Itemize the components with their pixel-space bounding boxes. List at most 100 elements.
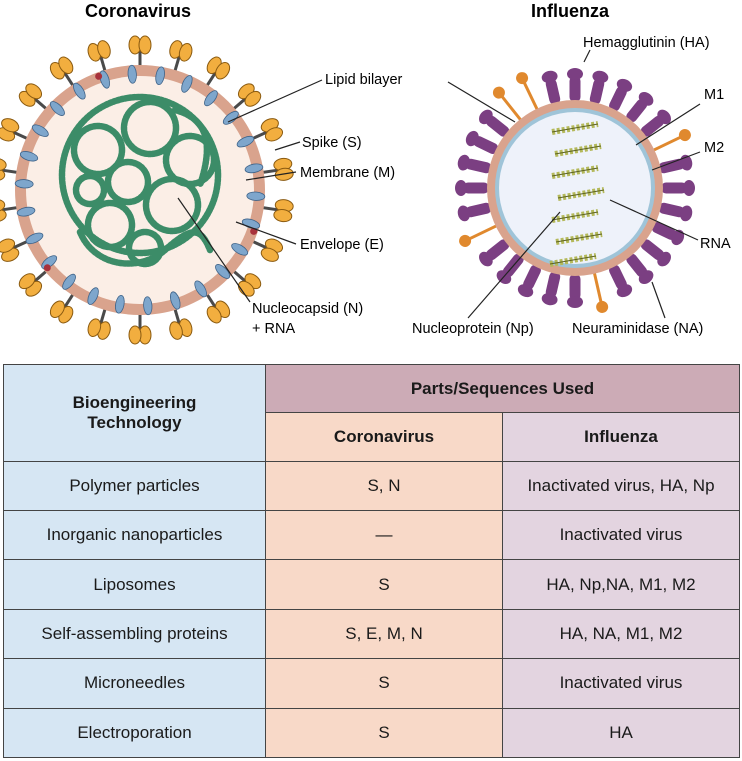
cell-influenza: Inactivated virus [502, 658, 740, 709]
header-technology-line1: Bioengineering [72, 392, 197, 412]
neuraminidase-icon [516, 72, 540, 112]
cell-coronavirus: S, E, M, N [265, 608, 503, 660]
table-row: Inorganic nanoparticles — Inactivated vi… [3, 510, 740, 561]
hemagglutinin-icon [640, 109, 671, 137]
nucleoprotein-coil-icon [549, 253, 597, 267]
envelope-protein-icon [95, 72, 103, 80]
cell-technology: Electroporation [3, 707, 266, 759]
label-lipid-bilayer: Lipid bilayer [325, 72, 403, 88]
label-hemagglutinin: Hemagglutinin (HA) [583, 35, 710, 51]
nucleoprotein-coil-icon [555, 231, 603, 245]
hemagglutinin-icon [541, 271, 561, 306]
header-influenza: Influenza [502, 412, 740, 462]
bioengineering-table: Bioengineering Technology Parts/Sequence… [3, 363, 740, 759]
hemagglutinin-icon [455, 180, 489, 196]
membrane-protein-icon [31, 124, 49, 137]
header-parts: Parts/Sequences Used [265, 363, 740, 414]
membrane-protein-icon [246, 191, 266, 201]
header-technology-line2: Technology [87, 412, 182, 432]
hemagglutinin-icon [651, 222, 685, 246]
hemagglutinin-icon [479, 239, 510, 267]
spike-protein-icon [0, 118, 34, 143]
nucleoprotein-coil-icon [554, 143, 602, 157]
label-m2: M2 [704, 140, 724, 156]
hemagglutinin-icon [658, 202, 693, 222]
neuraminidase-icon [492, 86, 523, 122]
coronavirus-nucleocapsid-rna [58, 93, 222, 268]
spike-protein-icon [169, 40, 193, 78]
table-row: Polymer particles S, N Inactivated virus… [3, 460, 740, 512]
hemagglutinin-icon [567, 68, 583, 102]
label-envelope: Envelope (E) [300, 237, 384, 253]
hemagglutinin-icon [626, 253, 654, 284]
hemagglutinin-icon [457, 202, 492, 222]
hemagglutinin-icon [609, 264, 633, 298]
membrane-protein-icon [170, 291, 181, 310]
cell-influenza: HA [502, 707, 740, 759]
neuraminidase-icon [651, 129, 691, 153]
membrane-protein-icon [231, 243, 249, 256]
header-technology: Bioengineering Technology [3, 364, 266, 462]
label-nucleoprotein: Nucleoprotein (Np) [412, 321, 534, 337]
coronavirus-labels: Lipid bilayer Spike (S) Membrane (M) Env… [177, 72, 403, 337]
membrane-protein-icon [215, 264, 231, 279]
nucleoprotein-coil-icon [551, 165, 599, 179]
membrane-protein-icon [143, 296, 153, 316]
influenza-interior [499, 112, 651, 264]
header-coronavirus: Coronavirus [265, 412, 503, 462]
membrane-protein-icon [14, 179, 34, 189]
membrane-protein-icon [49, 101, 65, 116]
label-rna: RNA [700, 236, 731, 252]
cell-coronavirus: S [265, 559, 503, 610]
hemagglutinin-icon [640, 239, 671, 267]
influenza-labels: Hemagglutinin (HA) M1 M2 RNA Nucleoprote… [412, 35, 731, 337]
membrane-protein-icon [155, 66, 165, 86]
label-spike: Spike (S) [302, 135, 362, 151]
membrane-protein-icon [127, 64, 137, 84]
membrane-protein-icon [25, 232, 44, 245]
spike-protein-icon [18, 83, 52, 114]
table-row: Liposomes S HA, Np,NA, M1, M2 [3, 559, 740, 610]
table-row: Microneedles S Inactivated virus [3, 658, 740, 709]
virus-diagram: Coronavirus Lipid bilayer Spike (S) Memb… [0, 1, 731, 345]
influenza-nucleoprotein-rna [549, 121, 605, 267]
cell-influenza: HA, Np,NA, M1, M2 [502, 559, 740, 610]
hemagglutinin-icon [517, 264, 541, 298]
table-row: Electroporation S HA [3, 707, 740, 759]
membrane-protein-icon [222, 110, 239, 125]
cell-coronavirus: S [265, 658, 503, 709]
membrane-protein-icon [16, 206, 36, 217]
nucleoprotein-coil-icon [551, 209, 599, 223]
membrane-protein-icon [99, 70, 110, 89]
cell-technology: Self-assembling proteins [3, 608, 266, 660]
label-m1: M1 [704, 87, 724, 103]
cell-influenza: Inactivated virus [502, 510, 740, 561]
hemagglutinin-icon [541, 70, 561, 105]
coronavirus-membrane-proteins [14, 64, 266, 316]
hemagglutinin-icon [457, 154, 492, 174]
cell-technology: Inorganic nanoparticles [3, 510, 266, 561]
envelope-protein-icon [43, 264, 51, 272]
spike-protein-icon [49, 288, 78, 324]
label-nucleocapsid-rna: + RNA [252, 321, 295, 337]
hemagglutinin-icon [479, 109, 510, 137]
neuraminidase-icon [459, 223, 499, 247]
spike-protein-icon [246, 118, 284, 143]
hemagglutinin-icon [567, 274, 583, 308]
label-neuraminidase: Neuraminidase (NA) [572, 321, 703, 337]
coronavirus-title: Coronavirus [85, 1, 191, 21]
neuraminidase-icon [592, 271, 609, 313]
spike-protein-icon [0, 237, 34, 262]
influenza-surface-proteins [455, 68, 695, 313]
membrane-protein-icon [19, 151, 39, 162]
membrane-protein-icon [73, 82, 86, 100]
membrane-protein-icon [204, 90, 218, 107]
table-row: Self-assembling proteins S, E, M, N HA, … [3, 608, 740, 660]
spike-protein-icon [128, 35, 152, 72]
cell-influenza: HA, NA, M1, M2 [502, 608, 740, 660]
label-nucleocapsid: Nucleocapsid (N) [252, 301, 363, 317]
membrane-protein-icon [194, 280, 207, 298]
hemagglutinin-icon [589, 70, 609, 105]
label-membrane: Membrane (M) [300, 165, 395, 181]
cell-coronavirus: — [265, 510, 503, 561]
